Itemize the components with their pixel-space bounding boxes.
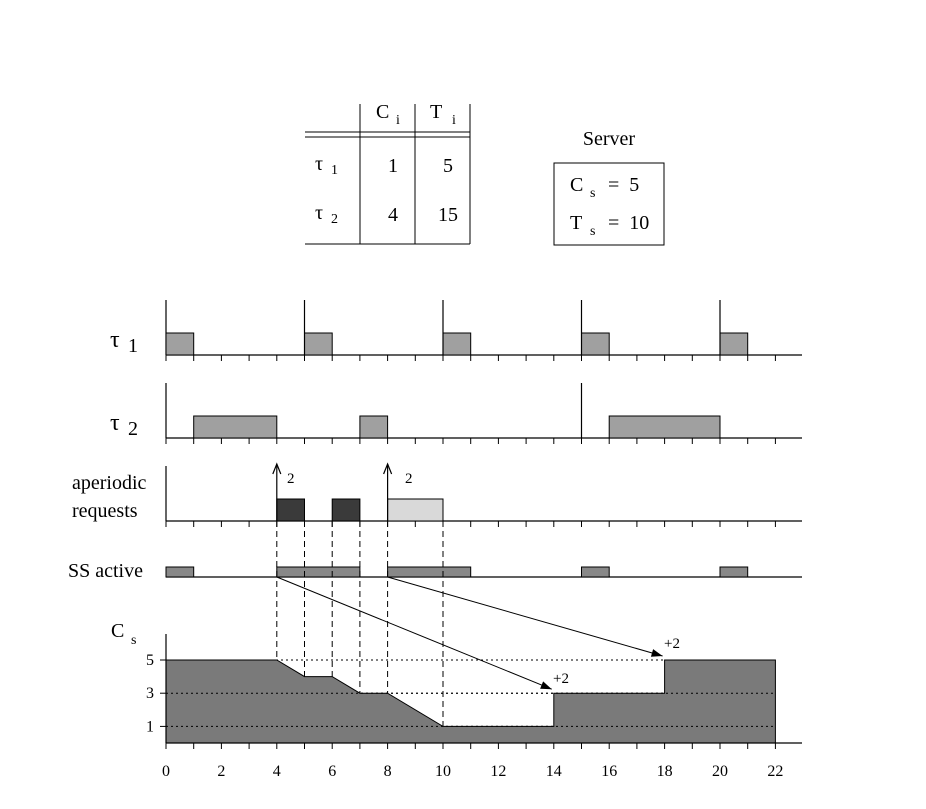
- timelines: [165, 300, 802, 578]
- tau2-exec-bar: [608, 415, 721, 439]
- ss-active-bar: [387, 566, 472, 578]
- aperiodic-label-line2: requests: [72, 500, 138, 522]
- tau2-label-sub: 2: [128, 418, 138, 440]
- server-ts-symbol: T: [570, 212, 582, 234]
- tau2-exec-bar: [193, 415, 278, 439]
- replenishment-arrow: [276, 576, 552, 690]
- capacity-x-tick-label: 10: [435, 763, 451, 780]
- table-header-c: C: [376, 101, 389, 123]
- replenish-label-18: +2: [664, 636, 680, 652]
- capacity-y-tick-label: 3: [146, 685, 154, 702]
- server-ts-sub: s: [590, 224, 595, 239]
- replenishment-arrowhead: [650, 649, 663, 657]
- server-cs-value: = 5: [608, 174, 639, 196]
- server-parameters: Server C s = 5 T s = 10: [553, 128, 665, 246]
- tau2-label: τ: [110, 410, 120, 436]
- capacity-area: [165, 659, 776, 744]
- capacity-x-tick-label: 18: [657, 763, 673, 780]
- aperiodic-label-line1: aperiodic: [72, 472, 147, 494]
- arrival-label-4: 2: [287, 471, 295, 487]
- capacity-x-tick-label: 8: [384, 763, 392, 780]
- capacity-x-tick-label: 2: [217, 763, 225, 780]
- capacity-y-tick-label: 5: [146, 652, 154, 669]
- capacity-x-tick-label: 12: [490, 763, 506, 780]
- capacity-x-tick-label: 22: [767, 763, 783, 780]
- tau1-exec-bar: [165, 332, 195, 356]
- tau1-exec-bar: [581, 332, 610, 356]
- replenishment-arrowhead: [540, 681, 552, 690]
- ss-active-bar: [165, 566, 195, 578]
- table-row-1-task: τ: [315, 153, 323, 175]
- table-row-2-task: τ: [315, 202, 323, 224]
- server-cs-symbol: C: [570, 174, 583, 196]
- aperiodic-arrival-arrowhead: [383, 462, 393, 475]
- table-row-2-task-sub: 2: [331, 212, 338, 227]
- aperiodic-exec-light-bar: [387, 498, 444, 522]
- tau1-label: τ: [110, 327, 120, 353]
- ss-active-label: SS active: [68, 560, 143, 582]
- capacity-x-tick-label: 6: [328, 763, 336, 780]
- cs-label: C: [111, 620, 124, 642]
- tau1-exec-bar: [719, 332, 749, 356]
- capacity-x-tick-label: 14: [546, 763, 562, 780]
- tau1-exec-bar: [304, 332, 333, 356]
- tau1-label-sub: 1: [128, 335, 138, 357]
- replenishment-arrow: [387, 576, 663, 657]
- tau1-exec-bar: [442, 332, 472, 356]
- server-box: [553, 162, 665, 246]
- arrival-label-8: 2: [405, 471, 413, 487]
- server-cs-sub: s: [590, 186, 595, 201]
- task-parameter-table: C i T i τ 1 1 5 τ 2 4 15: [305, 101, 471, 245]
- row-labels: τ 1 τ 2 aperiodic requests SS active C s: [68, 327, 147, 648]
- aperiodic-exec-dark-bar: [276, 498, 305, 522]
- table-row-2-t: 15: [438, 204, 458, 226]
- capacity-x-tick-label: 16: [601, 763, 617, 780]
- capacity-chart: 1 3 5 0 2 4 6 8 10 12 14 16 18 20 22: [146, 634, 802, 780]
- arrival-labels: 2 2: [287, 471, 413, 487]
- table-row-1-c: 1: [388, 155, 398, 177]
- ss-active-bar: [581, 566, 610, 578]
- capacity-x-tick-label: 4: [273, 763, 281, 780]
- table-header-c-sub: i: [396, 113, 400, 128]
- ss-active-bar: [276, 566, 361, 578]
- capacity-y-tick-label: 1: [146, 718, 154, 735]
- replenish-label-14: +2: [553, 671, 569, 687]
- server-ts-value: = 10: [608, 212, 649, 234]
- table-row-1-task-sub: 1: [331, 163, 338, 178]
- replenishment-arrows: +2 +2: [276, 576, 680, 690]
- table-header-t: T: [430, 101, 442, 123]
- capacity-x-tick-label: 0: [162, 763, 170, 780]
- aperiodic-arrival-arrowhead: [272, 462, 282, 475]
- table-row-2-c: 4: [388, 204, 398, 226]
- cs-label-sub: s: [131, 633, 136, 648]
- capacity-x-tick-label: 20: [712, 763, 728, 780]
- ss-active-bar: [719, 566, 749, 578]
- aperiodic-exec-dark-bar: [331, 498, 361, 522]
- server-title: Server: [583, 128, 636, 150]
- table-header-t-sub: i: [452, 113, 456, 128]
- dashed-guides: [276, 521, 444, 727]
- tau2-exec-bar: [359, 415, 389, 439]
- table-row-1-t: 5: [443, 155, 453, 177]
